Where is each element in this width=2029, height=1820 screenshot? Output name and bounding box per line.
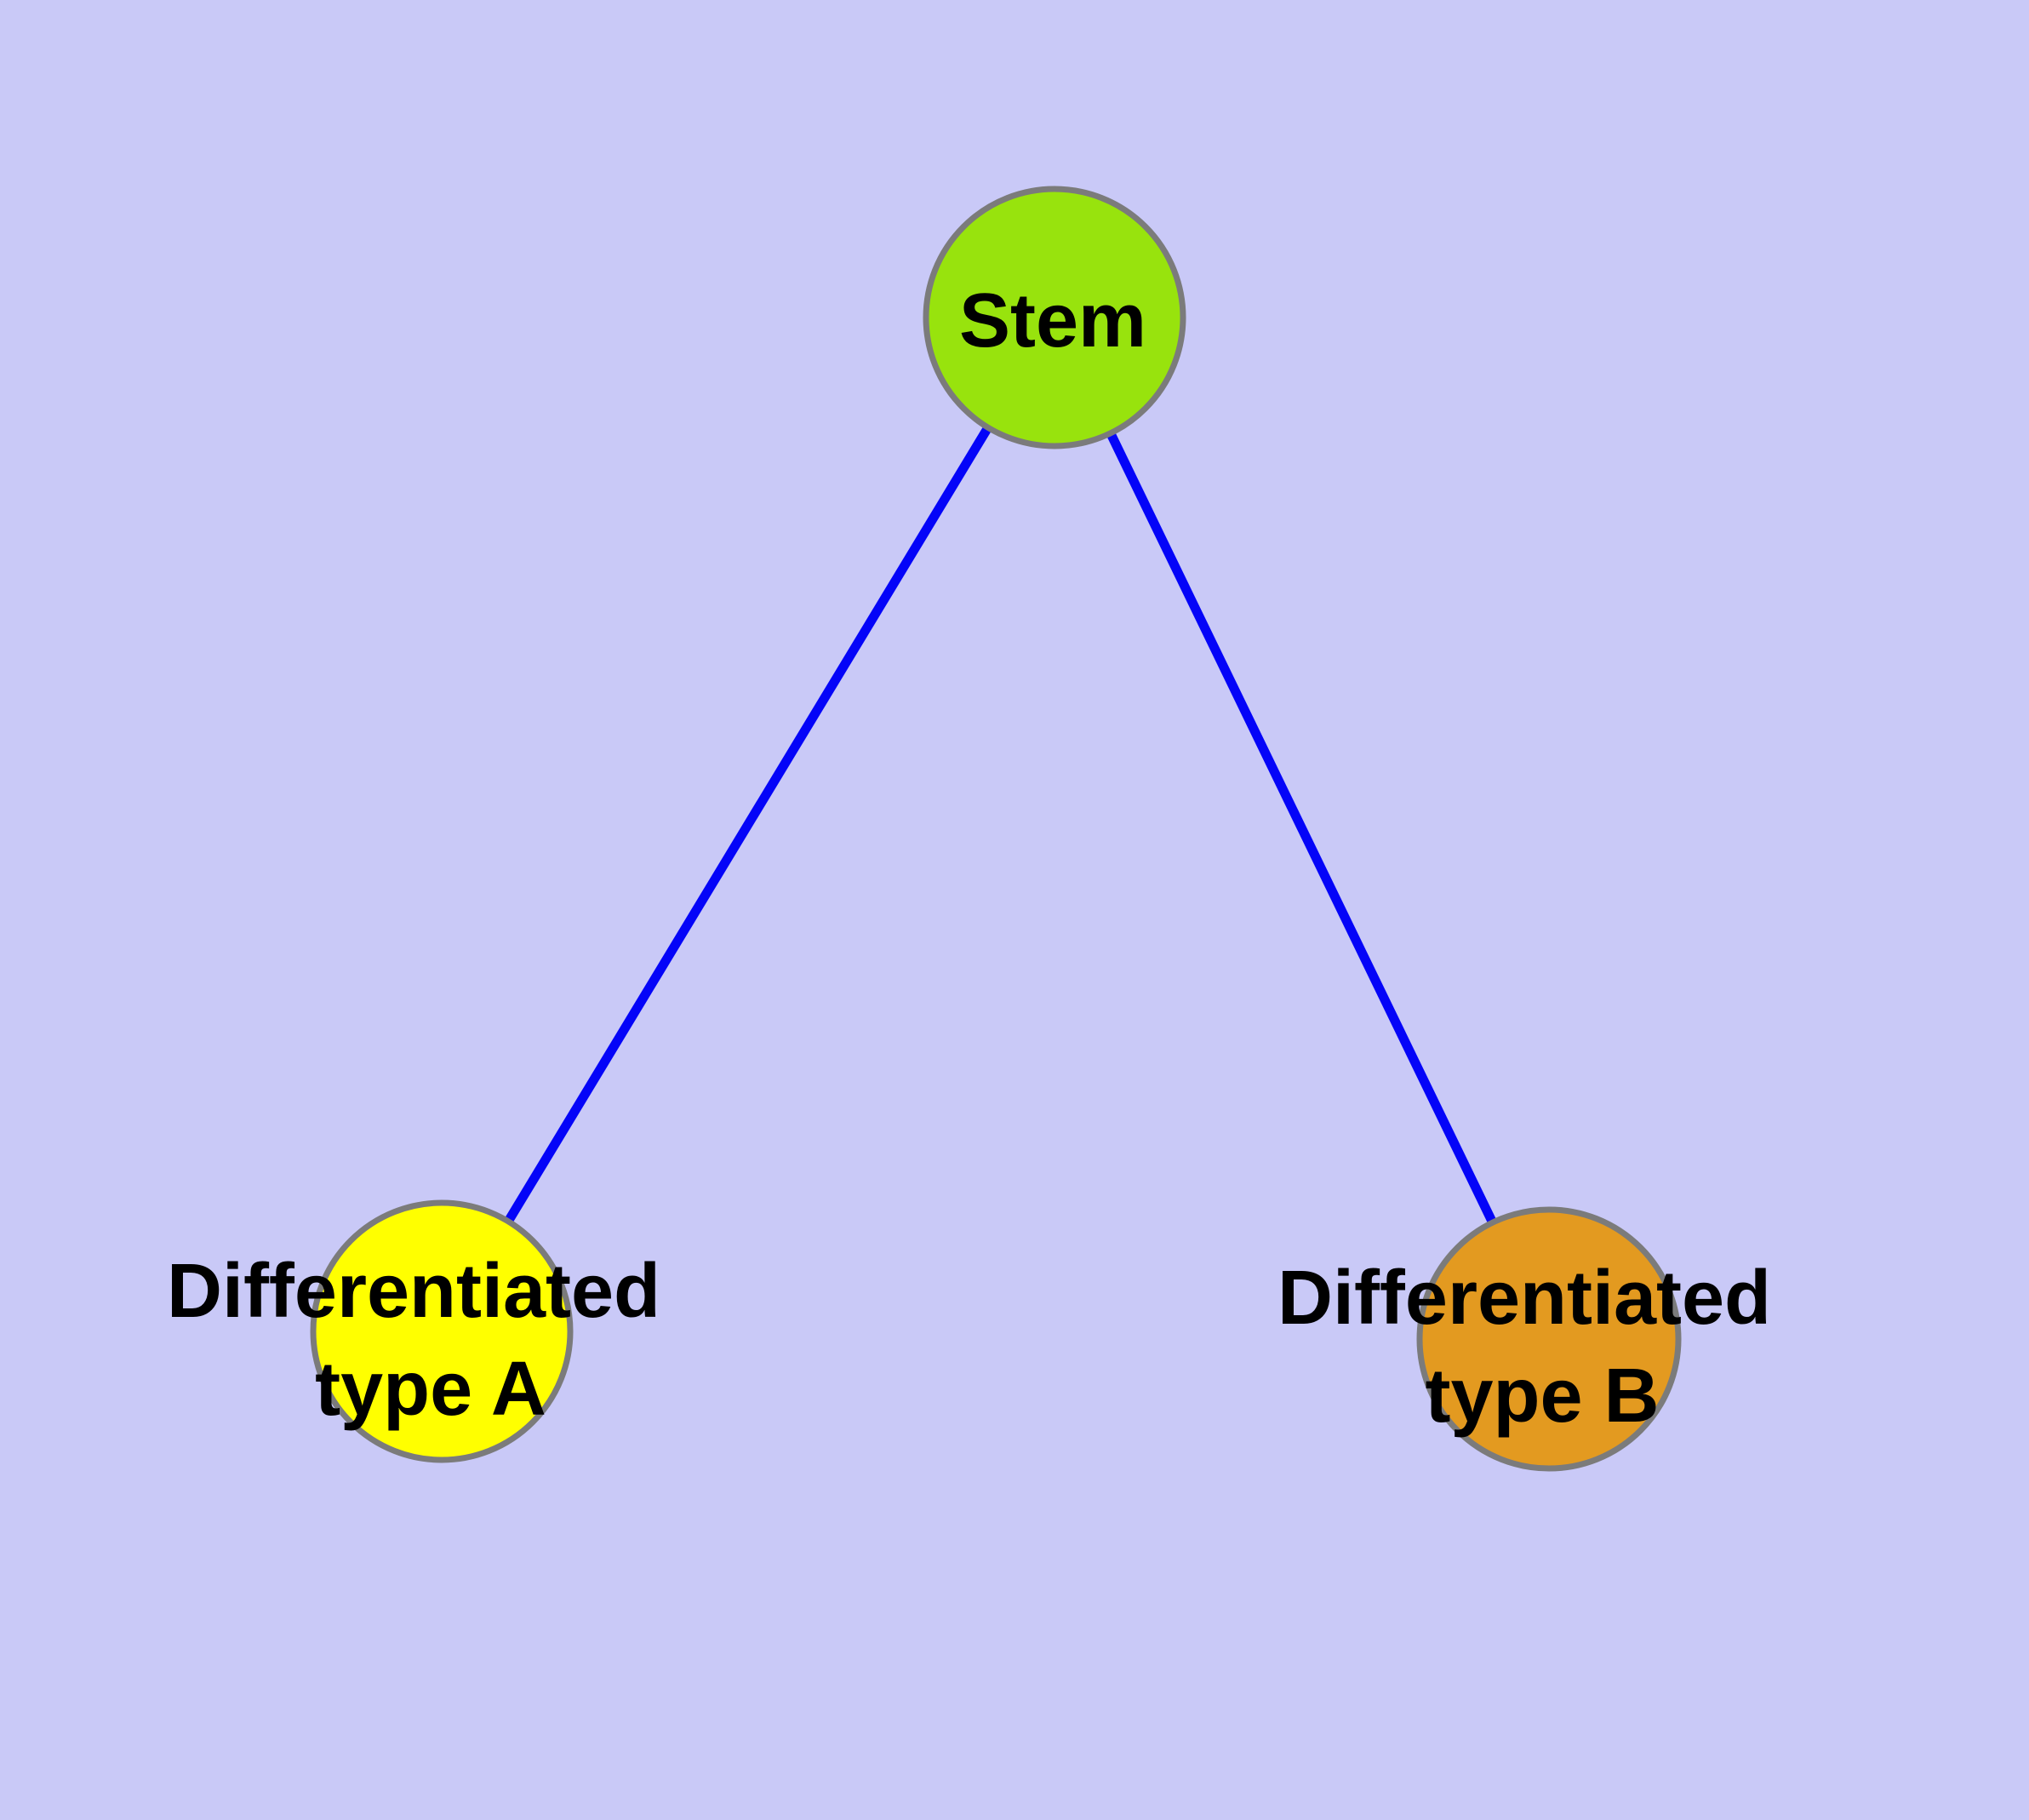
node-stem[interactable]: Stem <box>923 186 1186 449</box>
node-differentiated-type-a-label-line1: Differentiated <box>167 1249 660 1334</box>
node-stem-circle <box>923 186 1186 449</box>
node-differentiated-type-a-circle <box>310 1199 574 1463</box>
node-differentiated-type-b-label-line1: Differentiated <box>1277 1256 1771 1341</box>
node-differentiated-type-b-label-line2: type B <box>1425 1354 1659 1439</box>
edge-stem-to-differentiated-type-a <box>437 315 1059 1334</box>
node-differentiated-type-a-label-line2: type A <box>315 1347 546 1432</box>
node-stem-label: Stem <box>959 278 1146 363</box>
node-differentiated-type-b[interactable]: Differentiated type B <box>1277 1206 1771 1472</box>
node-differentiated-type-a[interactable]: Differentiated type A <box>167 1199 660 1463</box>
edge-stem-to-differentiated-type-b <box>1050 315 1553 1342</box>
node-differentiated-type-b-circle <box>1416 1206 1682 1472</box>
